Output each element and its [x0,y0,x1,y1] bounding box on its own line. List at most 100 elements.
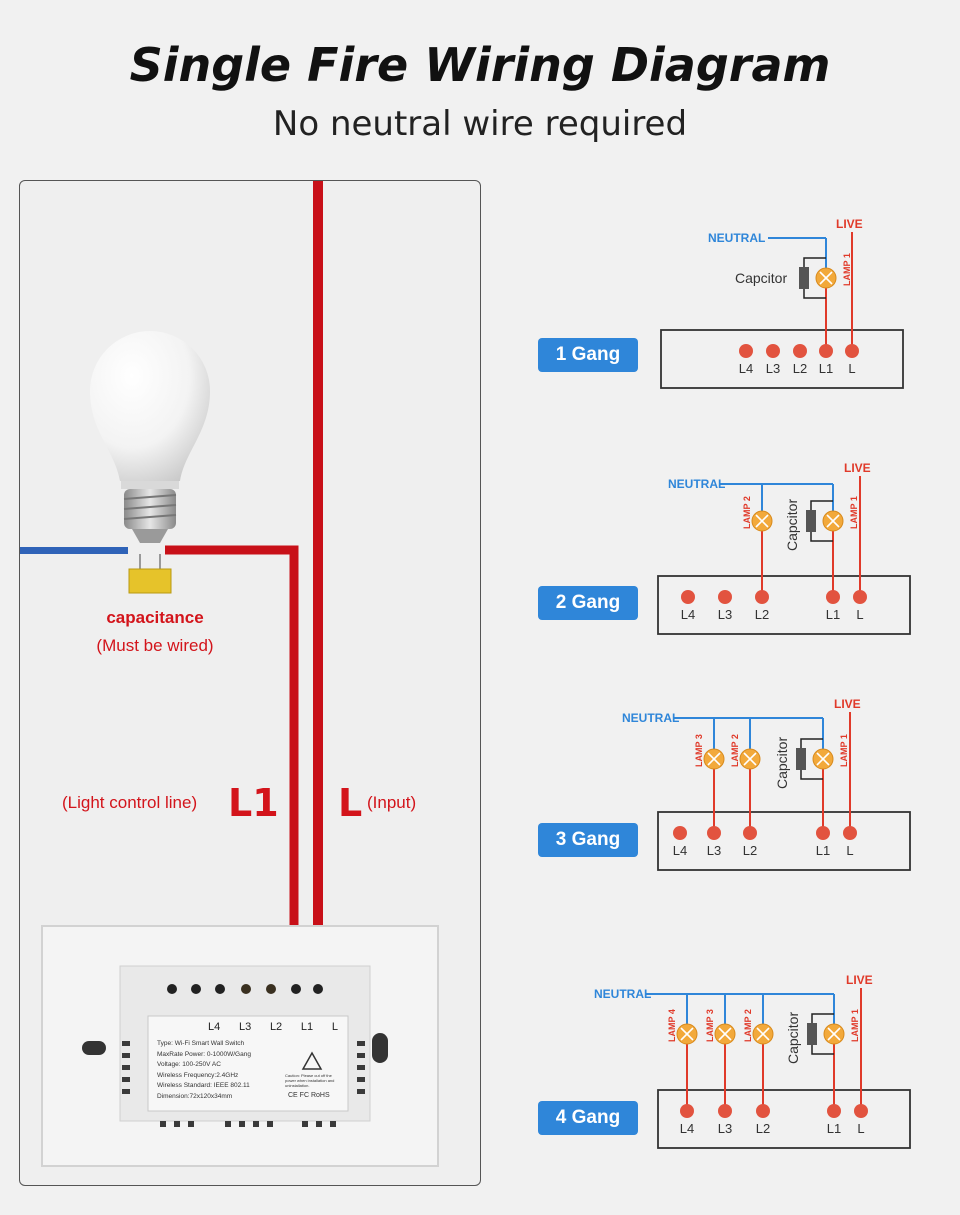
live-label: LIVE [846,973,873,987]
lamp-icon [703,748,725,770]
lamp-label: LAMP 1 [850,1009,860,1042]
l1-description: (Light control line) [62,793,198,812]
terminal-label-l: L [856,607,863,622]
terminal-dot [673,826,687,840]
switch-terminal-labels: L4 L3 L2 L1 L [208,1021,338,1033]
terminal-dot [718,1104,732,1118]
wall-switch-back [41,925,439,1167]
terminal-dot [680,1104,694,1118]
lamp-label: LAMP 1 [849,496,859,529]
terminal-label-l2: L2 [743,843,757,858]
terminal-label-l4: L4 [680,1121,694,1136]
terminal-label-l4: L4 [673,843,687,858]
gang-label-3: 3 Gang [538,823,638,857]
l-input-wire [313,181,323,989]
spec-label-text: Type: Wi-Fi Smart Wall Switch MaxRate Po… [157,1039,287,1102]
capacitor-icon [799,257,826,299]
lamp-icon [822,510,844,532]
terminal-label-l: L [846,843,853,858]
capacitor-label: Capcitor [785,1012,801,1064]
lamp-icon [812,748,834,770]
spec-power: MaxRate Power: 0-1000W/Gang [157,1050,251,1058]
terminal-label-l1: L1 [826,607,840,622]
switch-terminal-l3: L3 [238,1021,252,1033]
lamp-label: LAMP 1 [839,734,849,767]
switch-terminal-l1: L1 [300,1021,314,1033]
terminal-dot [739,344,753,358]
switch-terminal-box [657,575,911,635]
terminal-dot [681,590,695,604]
terminal-dot [819,344,833,358]
l1-big-label: L1 [228,781,279,825]
lamp-label: LAMP 2 [742,496,752,529]
lamp-label: LAMP 2 [743,1009,753,1042]
terminal-dot [718,590,732,604]
terminal-label-l: L [848,361,855,376]
terminal-label-l3: L3 [707,843,721,858]
capacitance-note: (Must be wired) [96,636,214,655]
terminal-label-l4: L4 [739,361,753,376]
terminal-label-l: L [857,1121,864,1136]
switch-terminal-l4: L4 [208,1021,221,1033]
capacitor-icon [128,554,172,594]
lamp-icon [751,510,773,532]
terminal-dot [826,590,840,604]
wiring-photo-panel: L4 L3 L2 L1 L Type: Wi-Fi Smart Wall Swi… [19,180,481,1186]
terminal-label-l3: L3 [718,1121,732,1136]
spec-frequency: Wireless Frequency:2.4GHz [157,1071,239,1079]
switch-terminal-l: L [331,1021,338,1033]
lamp-label: LAMP 3 [705,1009,715,1042]
terminal-label-l1: L1 [827,1121,841,1136]
terminal-dot [743,826,757,840]
terminal-label-l2: L2 [793,361,807,376]
terminal-label-l4: L4 [681,607,695,622]
capacitor-label: Capcitor [774,737,790,789]
spec-type: Type: Wi-Fi Smart Wall Switch [157,1040,245,1047]
live-label: LIVE [836,217,863,231]
terminal-label-l2: L2 [756,1121,770,1136]
capacitor-label: Capcitor [784,499,800,551]
terminal-label-l3: L3 [718,607,732,622]
lamp-icon [823,1023,845,1045]
capacitor-icon [796,738,823,780]
switch-terminal-box [657,811,911,871]
switch-terminal-box [660,329,904,389]
switch-terminal-l2: L2 [269,1021,283,1033]
lamp-label: LAMP 2 [730,734,740,767]
capacitor-icon [806,500,833,542]
spec-voltage: Voltage: 100-250V AC [157,1061,221,1068]
terminal-dot [853,590,867,604]
terminal-label-l3: L3 [766,361,780,376]
gang-label-2: 2 Gang [538,586,638,620]
lamp-label: LAMP 4 [667,1009,677,1042]
lamp-icon [739,748,761,770]
lamp-label: LAMP 3 [694,734,704,767]
lamp-icon [676,1023,698,1045]
spec-dimension: Dimension:72x120x34mm [157,1092,233,1100]
terminal-dot [816,826,830,840]
neutral-label: NEUTRAL [622,711,679,725]
page-subtitle: No neutral wire required [272,104,688,144]
live-label: LIVE [834,697,861,711]
terminal-dot [766,344,780,358]
spec-caution-text: Caution: Please cut off the power when i… [285,1073,335,1088]
gang-label-1: 1 Gang [538,338,638,372]
neutral-label: NEUTRAL [594,987,651,1001]
terminal-dot [707,826,721,840]
live-label: LIVE [844,461,871,475]
terminal-dot [755,590,769,604]
page-title: Single Fire Wiring Diagram [129,38,831,92]
l-big-label: L [338,781,363,825]
neutral-wire [20,547,128,554]
terminal-label-l2: L2 [755,607,769,622]
lamp-icon [815,267,837,289]
terminal-dot [827,1104,841,1118]
terminal-dot [793,344,807,358]
switch-terminal-box [657,1089,911,1149]
neutral-label: NEUTRAL [668,477,725,491]
terminal-dot [845,344,859,358]
lamp-label: LAMP 1 [842,253,852,286]
terminal-label-l1: L1 [819,361,833,376]
gang-label-4: 4 Gang [538,1101,638,1135]
terminal-dot [854,1104,868,1118]
